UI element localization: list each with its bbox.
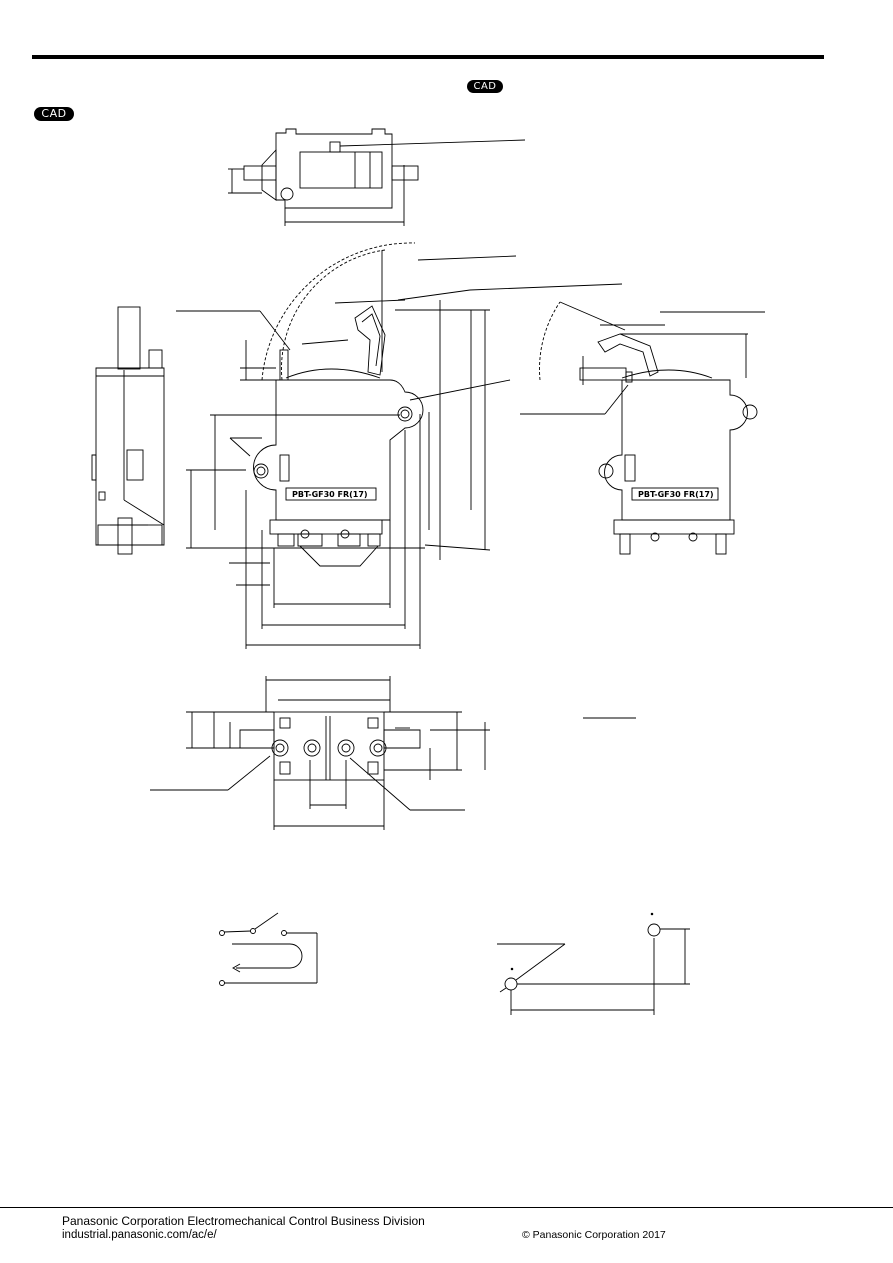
top-view [228, 128, 526, 226]
pcb-layout [497, 912, 690, 1015]
footer-rule [0, 1207, 893, 1208]
front-view: PBT-GF30 FR(17) [176, 242, 623, 649]
bottom-view [150, 676, 636, 830]
footer-company: Panasonic Corporation Electromechanical … [62, 1214, 425, 1228]
footer-copyright: © Panasonic Corporation 2017 [522, 1229, 666, 1241]
marking-front: PBT-GF30 FR(17) [292, 490, 368, 499]
cad-badge-left[interactable]: CAD [34, 107, 74, 121]
footer-url[interactable]: industrial.panasonic.com/ac/e/ [62, 1229, 217, 1241]
header-rule [32, 55, 824, 59]
cad-badge-top[interactable]: CAD [467, 80, 503, 93]
circuit-schematic [219, 912, 318, 986]
marking-rear: PBT-GF30 FR(17) [638, 490, 714, 499]
rear-view: PBT-GF30 FR(17) [520, 301, 765, 555]
side-view [91, 306, 165, 555]
